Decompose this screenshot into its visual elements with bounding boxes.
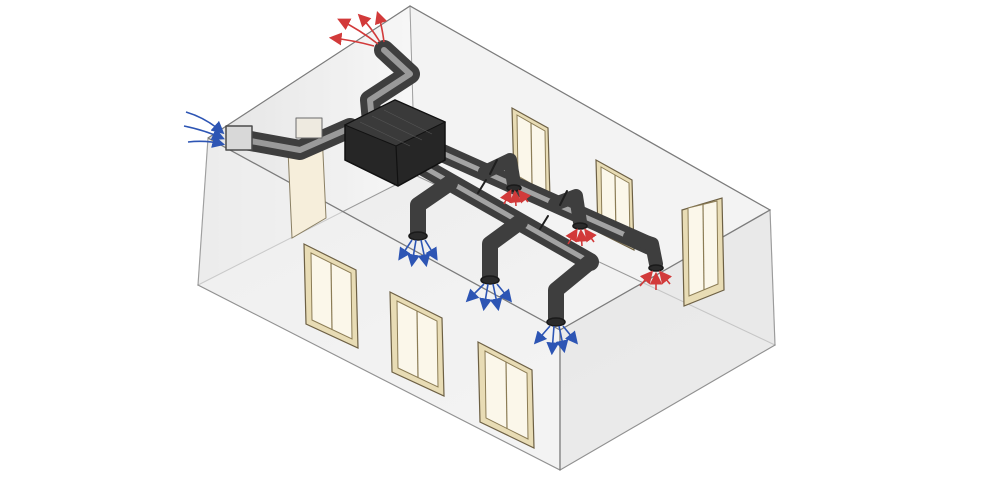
window-icon	[681, 197, 725, 307]
supply-diffuser-icon	[398, 231, 438, 268]
window-icon	[303, 243, 359, 349]
extract-branch-3	[623, 230, 663, 271]
ventilation-unit-icon	[343, 99, 447, 187]
window-icon	[511, 106, 551, 199]
ceiling-edge	[207, 5, 772, 331]
supply-branch-3	[548, 254, 598, 326]
intake-hood	[225, 125, 253, 151]
windows	[303, 106, 725, 449]
filter-box	[295, 117, 323, 139]
ductwork	[225, 40, 663, 326]
supply-branch-1	[410, 175, 458, 240]
supply-diffuser-icon	[533, 317, 579, 356]
extract-valve-icon	[499, 184, 531, 207]
extract-valve-icon	[565, 222, 597, 247]
intake-arrows	[183, 111, 226, 148]
window-icon	[389, 291, 445, 397]
extract-valve-icon	[639, 264, 673, 290]
supply-diffusers	[398, 231, 579, 356]
extract-valves	[499, 184, 673, 290]
supply-diffuser-icon	[465, 275, 513, 312]
window-icon	[477, 340, 535, 449]
supply-branch-2	[482, 214, 528, 284]
exhaust-arrows	[328, 10, 388, 47]
